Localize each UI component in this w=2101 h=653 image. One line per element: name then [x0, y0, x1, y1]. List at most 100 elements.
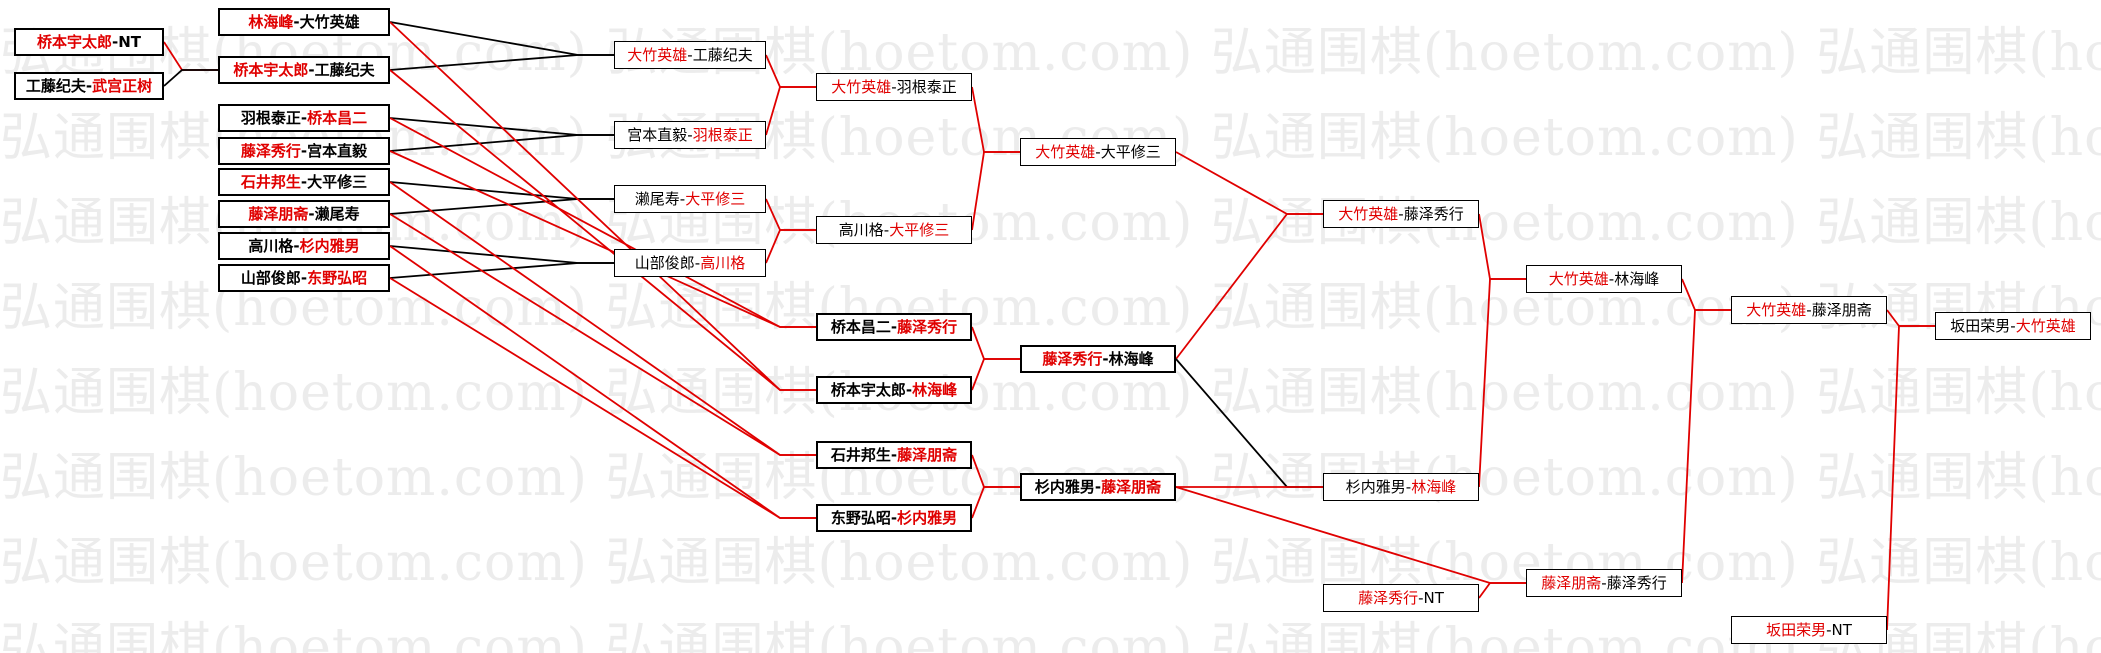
bracket-line	[389, 21, 816, 391]
player-name: 坂田荣男	[1766, 620, 1827, 639]
player-name: 大竹英雄	[1548, 269, 1609, 288]
bracket-line	[971, 326, 1020, 360]
player-name: 石井邦生	[830, 445, 891, 464]
vs-separator: -	[308, 60, 315, 79]
bracket-line	[1886, 325, 1935, 631]
bracket-line	[389, 150, 816, 328]
bracket-line	[163, 41, 218, 71]
player-name: 藤泽朋斋	[897, 445, 958, 464]
player-name: 杉内雅男	[897, 508, 958, 527]
match-box: 山部俊郎-高川格	[614, 249, 766, 277]
player-name: 藤泽秀行	[1042, 349, 1103, 368]
bracket-line	[1175, 358, 1323, 488]
vs-separator: -	[111, 32, 119, 51]
player-name: 藤泽秀行	[240, 141, 301, 160]
player-name: 大竹英雄	[2015, 316, 2076, 335]
vs-separator: -	[694, 253, 701, 272]
player-name: 杉内雅男	[299, 236, 360, 255]
player-name: 濑尾寿	[634, 189, 680, 208]
player-name: 宫本直毅	[307, 141, 368, 160]
bracket-line	[1175, 213, 1323, 360]
match-box: 羽根泰正-桥本昌二	[218, 104, 390, 132]
match-box: 大竹英雄-藤泽秀行	[1323, 200, 1479, 228]
vs-separator: -	[300, 268, 308, 287]
player-name: 林海峰	[912, 380, 958, 399]
bracket-line	[1478, 582, 1526, 599]
player-name: 藤泽秀行	[1358, 588, 1419, 607]
vs-separator: -	[1095, 142, 1101, 161]
player-name: 大平修三	[307, 172, 368, 191]
player-name: 大平修三	[889, 220, 950, 239]
player-name: 大竹英雄	[299, 12, 360, 31]
player-name: 杉内雅男	[1345, 477, 1406, 496]
player-name: 林海峰	[1614, 269, 1660, 288]
player-name: 桥本宇太郎	[233, 60, 309, 79]
vs-separator: -	[1601, 573, 1607, 592]
match-box: 藤泽秀行-NT	[1323, 584, 1479, 612]
player-name: 藤泽朋斋	[1811, 300, 1872, 319]
vs-separator: -	[1826, 620, 1832, 639]
vs-separator: -	[85, 76, 93, 95]
player-name: 石井邦生	[240, 172, 301, 191]
vs-separator: -	[1094, 477, 1102, 496]
vs-separator: -	[1806, 300, 1812, 319]
bracket-line	[765, 229, 816, 264]
match-box: 大竹英雄-藤泽朋斋	[1731, 296, 1887, 324]
match-box: 石井邦生-藤泽朋斋	[816, 441, 972, 469]
match-box: 大竹英雄-林海峰	[1526, 265, 1682, 293]
player-name: 濑尾寿	[314, 204, 360, 223]
match-box: 大竹英雄-羽根泰正	[816, 73, 972, 101]
bracket-line	[1681, 278, 1731, 311]
match-box: 工藤纪夫-武宫正树	[14, 72, 164, 100]
vs-separator: -	[300, 108, 308, 127]
match-box: 藤泽朋斋-濑尾寿	[218, 200, 390, 228]
match-box: 宫本直毅-羽根泰正	[614, 121, 766, 149]
player-name: 羽根泰正	[692, 125, 753, 144]
watermark-row: 弘通围棋(hoetom.com) 弘通围棋(hoetom.com) 弘通围棋(h…	[0, 363, 2101, 423]
vs-separator: -	[293, 236, 300, 255]
match-box: 桥本宇太郎-NT	[14, 28, 164, 56]
vs-separator: -	[300, 172, 308, 191]
bracket-line	[389, 213, 816, 456]
match-box: 杉内雅男-藤泽朋斋	[1020, 473, 1176, 501]
player-name: 坂田荣男	[1950, 316, 2011, 335]
player-name: 羽根泰正	[240, 108, 301, 127]
vs-separator: -	[883, 220, 890, 239]
match-box: 坂田荣男-NT	[1731, 616, 1887, 644]
vs-separator: -	[679, 189, 686, 208]
vs-separator: -	[2010, 316, 2016, 335]
player-name: 大平修三	[1100, 142, 1161, 161]
player-name: 大竹英雄	[1035, 142, 1096, 161]
player-name: 林海峰	[1411, 477, 1457, 496]
player-name: 桥本昌二	[307, 108, 368, 127]
match-box: 藤泽朋斋-藤泽秀行	[1526, 569, 1682, 597]
bracket-line	[1175, 486, 1526, 584]
bracket-line	[971, 86, 1020, 153]
player-name: 高川格	[248, 236, 294, 255]
bracket-line	[765, 54, 816, 88]
player-name: 工藤纪夫	[692, 45, 753, 64]
watermark-row: 弘通围棋(hoetom.com) 弘通围棋(hoetom.com) 弘通围棋(h…	[0, 533, 2101, 593]
vs-separator: -	[891, 77, 897, 96]
player-name: 工藤纪夫	[314, 60, 375, 79]
match-box: 桥本宇太郎-工藤纪夫	[218, 56, 390, 84]
bracket-line	[971, 454, 1020, 488]
bracket-line	[971, 486, 1020, 519]
match-box: 藤泽秀行-林海峰	[1020, 345, 1176, 373]
match-box: 杉内雅男-林海峰	[1323, 473, 1479, 501]
bracket-line	[765, 198, 816, 231]
player-name: 藤泽朋斋	[1101, 477, 1162, 496]
vs-separator: -	[1398, 204, 1404, 223]
bracket-line	[1886, 309, 1935, 327]
player-name: 藤泽朋斋	[248, 204, 309, 223]
player-name: NT	[1831, 620, 1852, 639]
player-name: 林海峰	[248, 12, 294, 31]
bracket-line	[163, 69, 218, 87]
vs-separator: -	[1418, 588, 1424, 607]
player-name: 大竹英雄	[1338, 204, 1399, 223]
player-name: 大竹英雄	[831, 77, 892, 96]
player-name: 藤泽秀行	[897, 317, 958, 336]
player-name: 大竹英雄	[627, 45, 688, 64]
player-name: 藤泽秀行	[1606, 573, 1667, 592]
match-box: 桥本宇太郎-林海峰	[816, 376, 972, 404]
